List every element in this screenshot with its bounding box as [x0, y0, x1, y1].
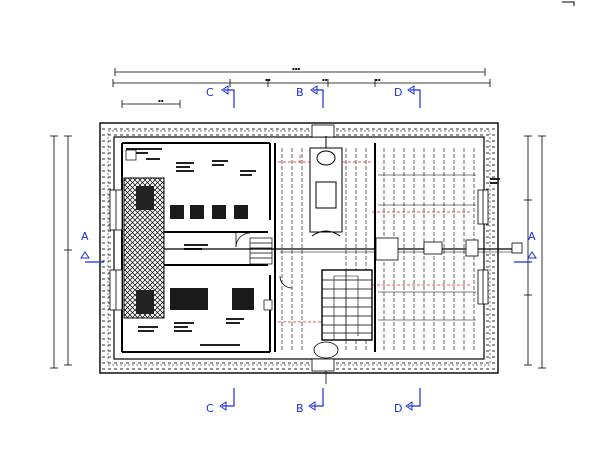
dim-text-top: ▪▪▪	[292, 66, 300, 71]
dim-text-5: ▪▪	[158, 98, 164, 103]
right-bay-rows	[378, 174, 476, 321]
ridge-knots	[375, 237, 523, 261]
main-staircase	[321, 269, 373, 341]
room-annotations	[126, 148, 500, 346]
top-dimension-lines	[112, 68, 491, 108]
left-dimension-lines	[50, 135, 72, 369]
ridge-line	[164, 248, 520, 253]
section-label-d-top: D	[394, 86, 402, 99]
dim-text-4: ▪▪	[375, 77, 381, 82]
section-arrow-icons	[80, 85, 537, 411]
left-windows	[109, 189, 123, 311]
section-label-d-bottom: D	[394, 402, 402, 415]
dim-text-3: ▪▪	[322, 77, 328, 82]
right-dimension-lines	[524, 135, 546, 369]
interior-walls	[121, 142, 376, 353]
equipment-lower	[170, 288, 254, 310]
door-swing-2	[279, 275, 293, 289]
small-squares	[125, 149, 273, 311]
top-bottom-windows	[311, 124, 335, 372]
corner-mark	[562, 1, 575, 6]
right-bay-rafters	[383, 148, 475, 350]
small-stair	[249, 237, 273, 265]
masonry-block	[123, 177, 165, 319]
section-label-a-right: A	[528, 230, 536, 243]
section-label-b-top: B	[296, 86, 304, 99]
central-shaft	[309, 136, 343, 237]
right-windows	[477, 189, 489, 305]
section-label-c-top: C	[206, 86, 214, 99]
section-label-c-bottom: C	[206, 402, 214, 415]
equipment-upper	[170, 205, 248, 219]
bottom-shaft-oval	[313, 341, 339, 359]
dim-text-2: ▪▪	[265, 77, 271, 82]
section-label-a-left: A	[81, 230, 89, 243]
section-label-b-bottom: B	[296, 402, 304, 415]
